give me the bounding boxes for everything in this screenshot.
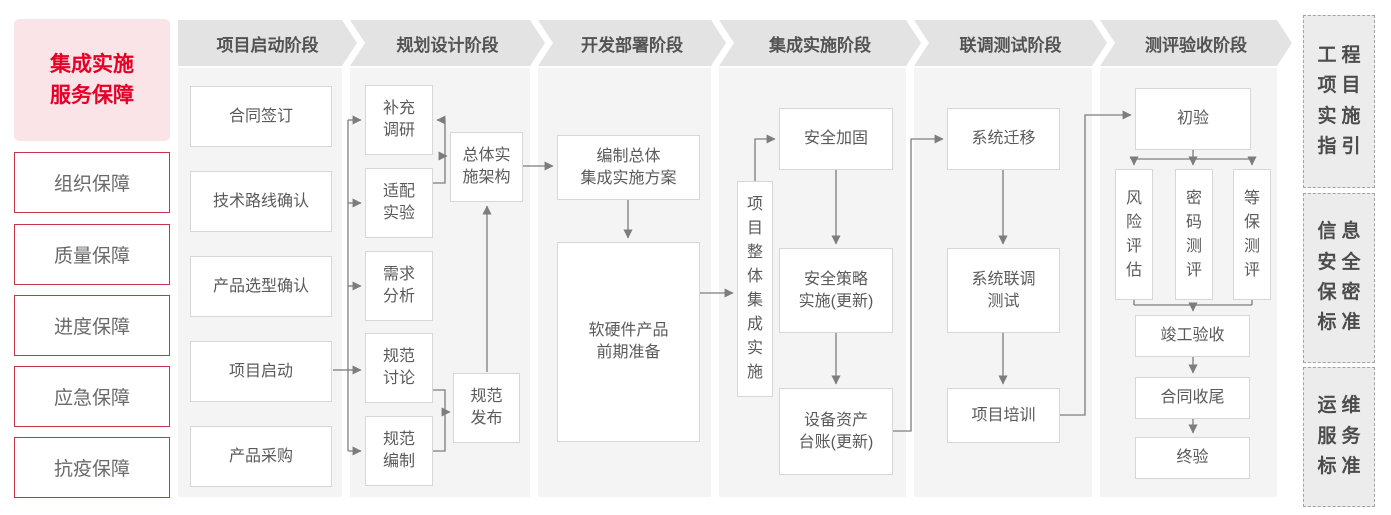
box-requirement-analysis: 需求 分析 xyxy=(365,251,433,321)
box-supplementary-research: 补充 调研 xyxy=(365,85,433,155)
standard-info-security-confidentiality: 信息 安全 保密 标准 xyxy=(1303,193,1375,363)
sidebar-item-progress-guarantee: 进度保障 xyxy=(14,295,170,356)
box-contract-signing: 合同签订 xyxy=(190,86,332,147)
box-project-overall-integration: 项 目 整 体 集 成 实 施 xyxy=(737,181,773,397)
box-final-acceptance: 终验 xyxy=(1135,437,1250,479)
box-risk-assessment: 风 险 评 估 xyxy=(1115,169,1153,300)
box-system-migration: 系统迁移 xyxy=(947,108,1060,170)
sidebar-item-emergency-guarantee: 应急保障 xyxy=(14,366,170,427)
stage-header-joint-debug-test: 联调测试阶段 xyxy=(914,20,1107,66)
box-preliminary-acceptance: 初验 xyxy=(1135,88,1251,150)
box-tech-route-confirm: 技术路线确认 xyxy=(190,171,332,232)
standard-project-implementation-guide: 工程 项目 实施 指引 xyxy=(1303,15,1375,188)
box-project-kickoff: 项目启动 xyxy=(190,341,332,402)
standard-om-service: 运维 服务 标准 xyxy=(1303,367,1375,507)
box-project-training: 项目培训 xyxy=(947,388,1060,443)
sidebar-item-quality-guarantee: 质量保障 xyxy=(14,224,170,285)
box-classified-protection-evaluation: 等 保 测 评 xyxy=(1233,169,1271,300)
sidebar-item-organization-guarantee: 组织保障 xyxy=(14,152,170,213)
box-asset-ledger-update: 设备资产 台账(更新) xyxy=(779,388,893,475)
box-security-policy-implementation: 安全策略 实施(更新) xyxy=(779,248,893,333)
box-product-selection-confirm: 产品选型确认 xyxy=(190,256,332,317)
stage-header-dev-deployment: 开发部署阶段 xyxy=(538,20,726,66)
box-completion-acceptance: 竣工验收 xyxy=(1135,315,1250,357)
stage-header-project-initiation: 项目启动阶段 xyxy=(178,20,357,66)
sidebar-item-epidemic-guarantee: 抗疫保障 xyxy=(14,437,170,498)
box-hw-sw-preparation: 软硬件产品 前期准备 xyxy=(557,242,700,442)
box-security-hardening: 安全加固 xyxy=(779,108,893,170)
box-spec-release: 规范 发布 xyxy=(453,373,520,443)
sidebar-title: 集成实施 服务保障 xyxy=(14,19,170,141)
stage-header-integration-implementation: 集成实施阶段 xyxy=(719,20,921,66)
box-adaptation-test: 适配 实验 xyxy=(365,168,433,238)
box-contract-closure: 合同收尾 xyxy=(1135,377,1250,419)
box-overall-implementation-architecture: 总体实 施架构 xyxy=(450,132,523,202)
box-product-procurement: 产品采购 xyxy=(190,426,332,487)
box-password-evaluation: 密 码 测 评 xyxy=(1175,169,1213,300)
box-overall-integration-plan: 编制总体 集成实施方案 xyxy=(557,135,700,200)
box-spec-drafting: 规范 编制 xyxy=(365,416,433,486)
box-spec-discussion: 规范 讨论 xyxy=(365,333,433,403)
box-system-joint-debugging: 系统联调 测试 xyxy=(947,248,1060,333)
stage-header-planning-design: 规划设计阶段 xyxy=(350,20,545,66)
stage-header-evaluation-acceptance: 测评验收阶段 xyxy=(1100,20,1292,66)
